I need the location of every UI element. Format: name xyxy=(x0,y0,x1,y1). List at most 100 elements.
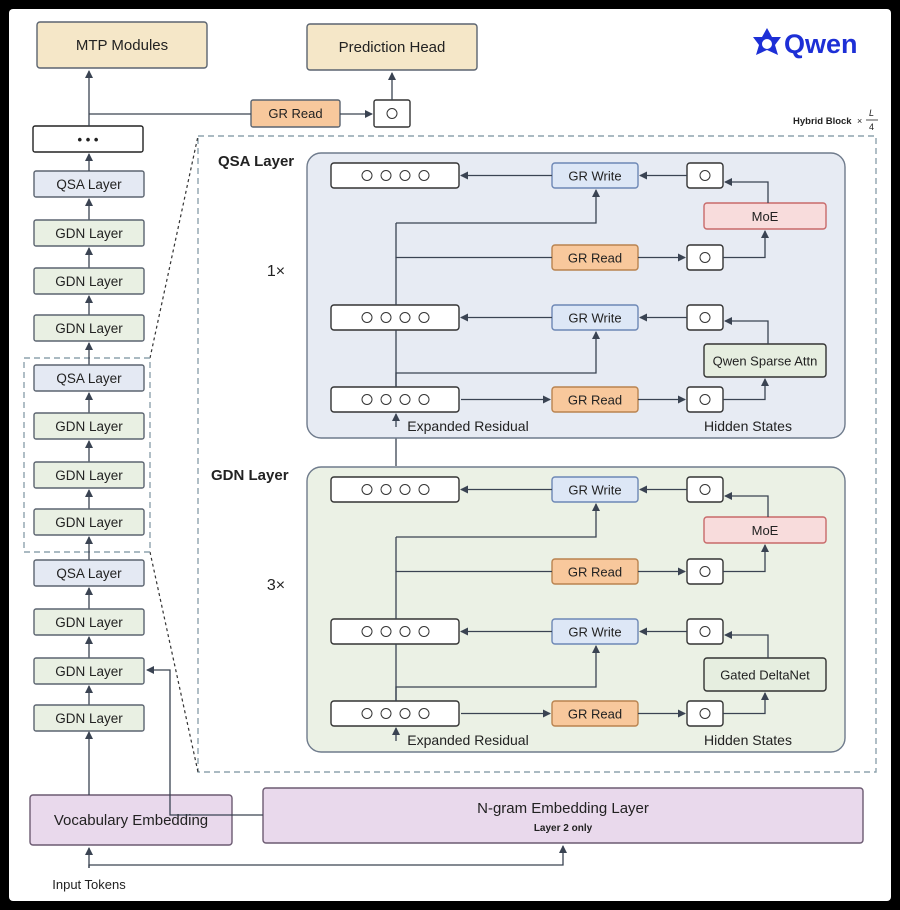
vocab-embedding-label: Vocabulary Embedding xyxy=(54,812,208,829)
residual-cell xyxy=(380,626,392,637)
expanded-residual-cells xyxy=(330,386,460,413)
gr-write-box-2-label: GR Write xyxy=(568,625,621,640)
residual-cell xyxy=(399,394,411,405)
flow-arrow xyxy=(723,230,769,259)
stack-layer-label: GDN Layer xyxy=(55,419,123,434)
stack-layer: GDN Layer xyxy=(33,608,145,636)
top-gr-read-label: GR Read xyxy=(268,106,322,121)
hidden-state-cell xyxy=(686,304,724,331)
hybrid-block-times: × xyxy=(857,116,862,126)
residual-cell xyxy=(399,708,411,719)
residual-cell xyxy=(399,170,411,181)
moe-box: MoE xyxy=(703,202,827,230)
stack-layer: GDN Layer xyxy=(33,508,145,536)
hidden-state-cell xyxy=(686,162,724,189)
residual-cell xyxy=(380,394,392,405)
stack-layer: GDN Layer xyxy=(33,314,145,342)
ngram-embedding-sublabel: Layer 2 only xyxy=(534,823,593,834)
attention-box: Qwen Sparse Attn xyxy=(703,343,827,378)
panel-title: GDN Layer xyxy=(211,467,289,484)
hidden-state-cell xyxy=(686,386,724,413)
stack-layer-label: GDN Layer xyxy=(55,515,123,530)
input-tokens-label: Input Tokens xyxy=(52,877,126,892)
attention-box-label: Gated DeltaNet xyxy=(720,668,810,683)
gr-read-box-2-label: GR Read xyxy=(568,707,622,722)
stack-layer: GDN Layer xyxy=(33,461,145,489)
stack-layer-label: QSA Layer xyxy=(56,566,122,581)
residual-cell xyxy=(380,170,392,181)
hybrid-block-label: Hybrid Block × L 4 xyxy=(793,108,878,132)
residual-cell xyxy=(361,484,373,495)
expanded-residual-cells xyxy=(330,162,460,189)
flow-arrow xyxy=(724,178,769,203)
panel-repeat: 3× xyxy=(267,577,285,594)
gr-read-box-2-label: GR Read xyxy=(568,393,622,408)
flow-arrow xyxy=(396,503,600,538)
panel-repeat: 1× xyxy=(267,263,285,280)
gr-write-box-2: GR Write xyxy=(551,304,639,331)
panel-title: QSA Layer xyxy=(218,153,294,170)
expanded-residual-label: Expanded Residual xyxy=(407,732,528,748)
flow-arrow xyxy=(724,492,769,517)
stack-layer-label: GDN Layer xyxy=(55,468,123,483)
hidden-state-cell xyxy=(686,244,724,271)
hidden-states-label: Hidden States xyxy=(704,418,792,434)
stack-layer-label: QSA Layer xyxy=(56,371,122,386)
outer-connections xyxy=(85,70,567,868)
expanded-residual-label: Expanded Residual xyxy=(407,418,528,434)
residual-cell xyxy=(361,626,373,637)
gr-read-box-2: GR Read xyxy=(551,700,639,727)
stack-layer: QSA Layer xyxy=(33,364,145,392)
qwen-logo: Qwen xyxy=(753,28,858,59)
top-gr-read-box: GR Read xyxy=(250,99,341,128)
stack-layer-label: GDN Layer xyxy=(55,615,123,630)
prediction-head-box: Prediction Head xyxy=(306,23,478,71)
hybrid-block-frame xyxy=(197,135,877,773)
residual-cell xyxy=(418,170,430,181)
gr-write-box-1: GR Write xyxy=(551,476,639,503)
vocab-embedding-box: Vocabulary Embedding xyxy=(29,794,233,846)
residual-cell xyxy=(399,312,411,323)
flow-arrow xyxy=(724,631,769,658)
hidden-state-cell xyxy=(686,700,724,727)
zoom-line-bottom xyxy=(149,551,199,773)
moe-box-label: MoE xyxy=(752,209,779,224)
stack-layer: GDN Layer xyxy=(33,267,145,295)
expanded-residual-cells xyxy=(330,304,460,331)
moe-box: MoE xyxy=(703,516,827,544)
attention-box-label: Qwen Sparse Attn xyxy=(713,354,818,369)
moe-box-label: MoE xyxy=(752,523,779,538)
attention-box: Gated DeltaNet xyxy=(703,657,827,692)
gr-read-box-1: GR Read xyxy=(551,244,639,271)
residual-cell xyxy=(418,394,430,405)
residual-cell xyxy=(361,708,373,719)
hybrid-block-denominator: 4 xyxy=(869,122,874,132)
hidden-state-cell xyxy=(686,476,724,503)
stack-layer-label: GDN Layer xyxy=(55,274,123,289)
flow-arrow xyxy=(396,189,600,224)
residual-cell xyxy=(399,626,411,637)
stack-ellipsis: • • • xyxy=(78,132,99,147)
residual-cell xyxy=(399,484,411,495)
hidden-state-cell xyxy=(686,618,724,645)
top-hidden-cell xyxy=(373,99,411,128)
hidden-states-label: Hidden States xyxy=(704,732,792,748)
expanded-residual-cells xyxy=(330,700,460,727)
gr-read-box-2: GR Read xyxy=(551,386,639,413)
residual-cell xyxy=(361,170,373,181)
residual-cell xyxy=(380,708,392,719)
residual-cell xyxy=(380,312,392,323)
stack-layer: GDN Layer xyxy=(33,657,145,685)
stack-layer: GDN Layer xyxy=(33,219,145,247)
hybrid-block-numerator: L xyxy=(869,108,874,118)
stack-layer-label: GDN Layer xyxy=(55,226,123,241)
stack-layer-label: GDN Layer xyxy=(55,321,123,336)
flow-arrow xyxy=(723,692,769,715)
gr-read-box-1-label: GR Read xyxy=(568,565,622,580)
logo-text: Qwen xyxy=(784,29,858,59)
flow-arrow xyxy=(723,544,769,573)
residual-cell xyxy=(418,626,430,637)
